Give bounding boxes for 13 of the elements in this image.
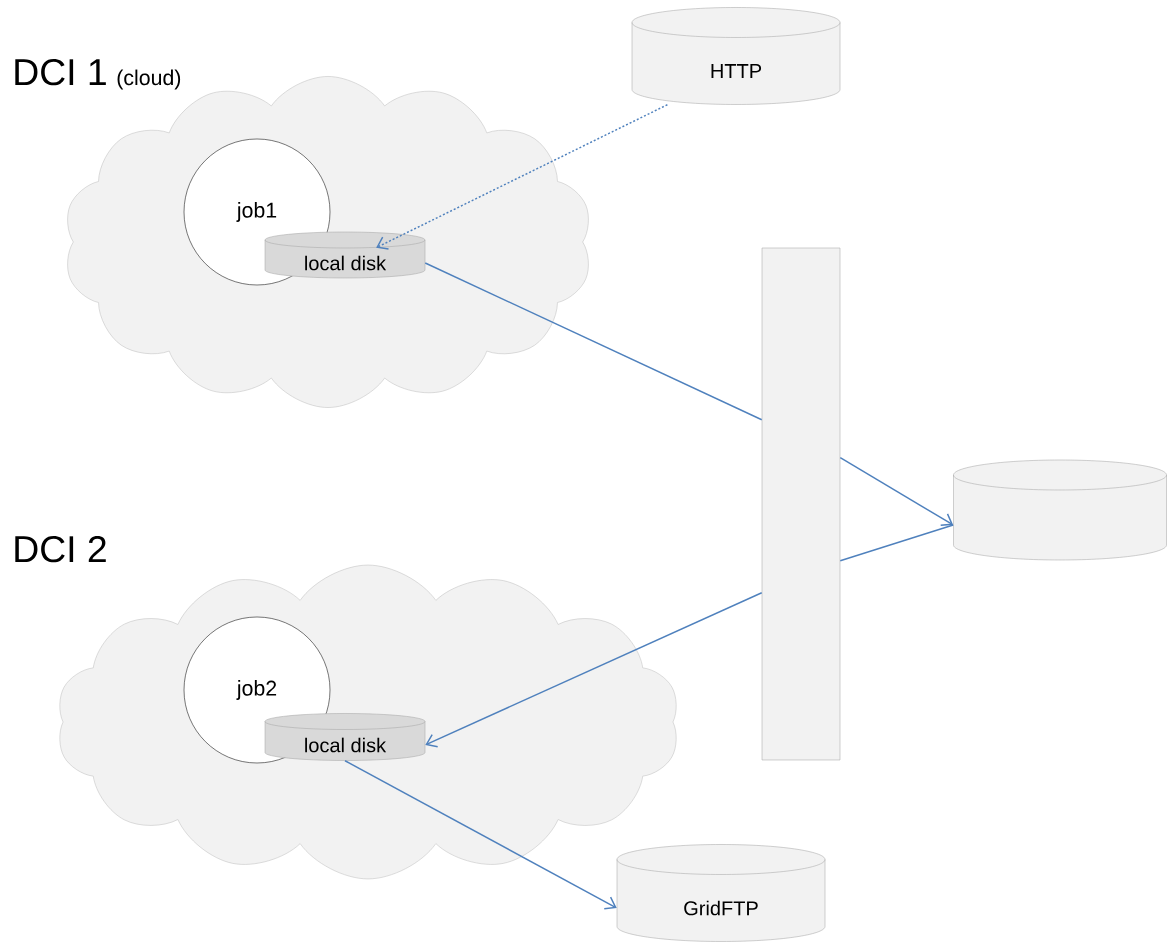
storage-cylinder: local disk <box>264 713 426 761</box>
arrow <box>344 760 617 910</box>
arrow <box>839 457 954 527</box>
storage-cylinder <box>953 459 1167 561</box>
storage-cylinder: local disk <box>264 231 426 279</box>
arrow <box>376 104 669 250</box>
cloud-heading: DCI 2 <box>15 535 106 563</box>
arrow <box>425 592 763 748</box>
storage-cylinder: HTTP <box>631 7 841 105</box>
cloud-heading: DCI 1 <box>15 58 106 86</box>
cloud-subheading: (cloud) <box>117 69 181 90</box>
vertical-bar <box>761 247 841 761</box>
storage-cylinder: GridFTP <box>616 844 826 942</box>
